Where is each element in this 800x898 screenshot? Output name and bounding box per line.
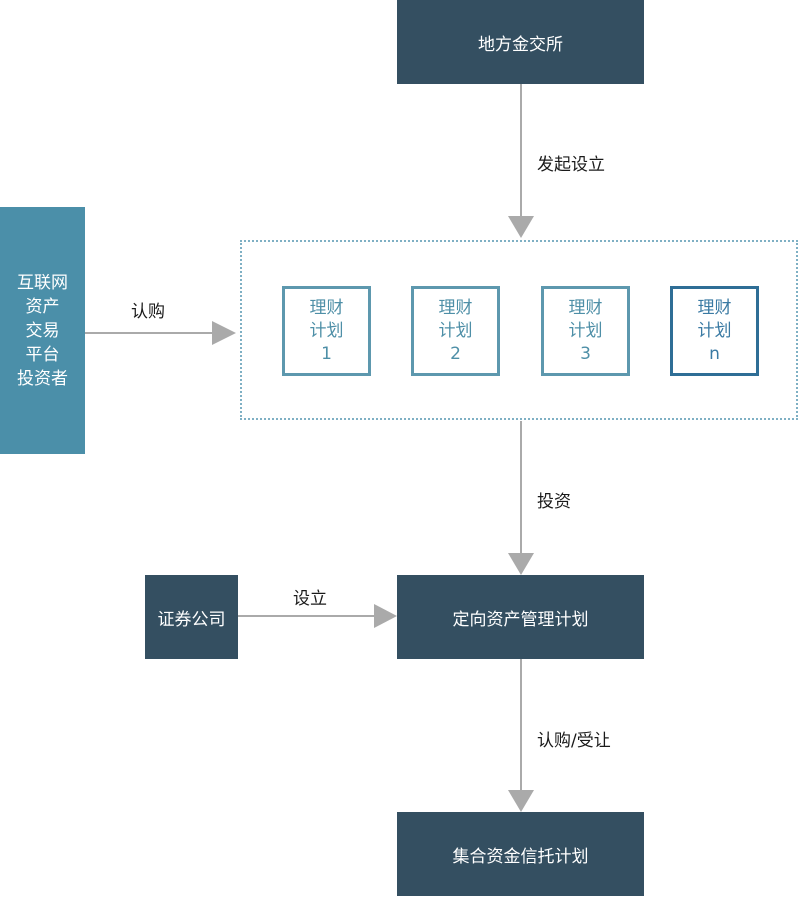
arrow-establish-head (374, 604, 397, 628)
node-investor-line-5: 投资者 (17, 368, 68, 389)
arrow-subscribe-transfer-head (508, 790, 534, 812)
arrow-subscribe-head (212, 321, 236, 345)
edge-label-initiate: 发起设立 (537, 155, 605, 175)
edge-label-subscribe-transfer: 认购/受让 (537, 731, 611, 751)
plan-1-number: 1 (321, 343, 332, 364)
node-investor-line-3: 交易 (25, 320, 60, 341)
plan-1-line-2: 计划 (309, 320, 344, 341)
plan-box-3: 理财 计划 3 (541, 286, 630, 376)
plan-2-line-2: 计划 (438, 320, 473, 341)
node-directed-plan-label: 定向资产管理计划 (452, 609, 589, 630)
plan-n-number: n (709, 343, 720, 364)
node-investor-line-1: 互联网 (17, 272, 68, 293)
node-trust-plan: 集合资金信托计划 (397, 812, 644, 896)
plan-box-1: 理财 计划 1 (282, 286, 371, 376)
plan-n-line-1: 理财 (697, 297, 732, 318)
plan-box-n: 理财 计划 n (670, 286, 759, 376)
edge-label-establish: 设立 (293, 589, 327, 609)
plan-3-number: 3 (580, 343, 591, 364)
arrow-initiate-head (508, 216, 534, 238)
node-investor-line-2: 资产 (25, 296, 60, 317)
plan-n-line-2: 计划 (697, 320, 732, 341)
arrow-invest-head (508, 553, 534, 575)
edge-label-subscribe: 认购 (131, 302, 165, 322)
node-exchange: 地方金交所 (397, 0, 644, 84)
node-trust-plan-label: 集合资金信托计划 (452, 846, 589, 867)
plan-3-line-1: 理财 (568, 297, 603, 318)
node-investor-line-4: 平台 (25, 344, 60, 365)
node-securities: 证券公司 (145, 575, 238, 659)
plan-2-number: 2 (450, 343, 461, 364)
plan-1-line-1: 理财 (309, 297, 344, 318)
edge-label-invest: 投资 (537, 492, 571, 512)
plan-3-line-2: 计划 (568, 320, 603, 341)
node-directed-plan: 定向资产管理计划 (397, 575, 644, 659)
node-investor: 互联网 资产 交易 平台 投资者 (0, 207, 85, 454)
node-exchange-label: 地方金交所 (478, 34, 563, 55)
plan-box-2: 理财 计划 2 (411, 286, 500, 376)
plan-2-line-1: 理财 (438, 297, 473, 318)
node-securities-label: 证券公司 (157, 609, 226, 630)
